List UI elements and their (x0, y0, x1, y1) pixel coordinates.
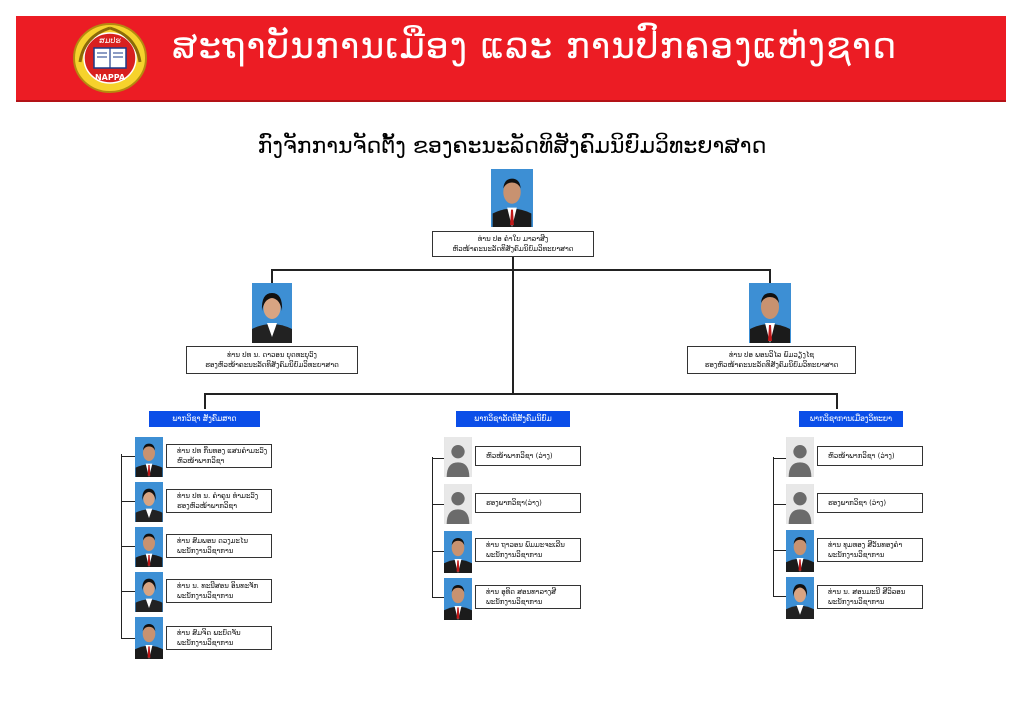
dept2-member-4-role: ພະນັກງານວິຊາການ (486, 598, 543, 606)
connector (432, 597, 444, 598)
deputy-1-photo (252, 283, 292, 343)
deputy-2-role: ຮອງຫົວໜ້າຄະນະລັດທິສັງຄົມນິຍົມວິທະຍາສາດ (704, 361, 839, 369)
connector (773, 504, 786, 505)
connector (773, 596, 786, 597)
head-name: ທ່ານ ປອ ຄໍາໃບ ມາລາສີງ (477, 235, 549, 243)
dept2-member-3-photo (444, 531, 472, 573)
dept2-member-1-photo (444, 437, 472, 477)
head-photo (491, 169, 533, 227)
connector (271, 269, 273, 283)
dept3-member-3-role: ພະນັກງານວິຊາການ (828, 551, 885, 559)
connector (121, 638, 135, 639)
department-1-title: ພາກວິຊາ ສັງຄົມສາດ (149, 411, 260, 427)
dept1-member-5-name: ທ່ານ ສົມຈິດ ພະບົດຈັນ (177, 629, 241, 637)
dept2-member-2-photo (444, 484, 472, 524)
connector (836, 393, 838, 409)
dept1-member-5-role: ພະນັກງານວິຊາການ (177, 639, 234, 647)
dept1-member-1-box: ທ່ານ ປທ ກິ່ນທອງ ແສນຄໍາມະວົງ ຫົວໜ້າພາກວິຊ… (166, 444, 272, 468)
dept1-member-1-role: ຫົວໜ້າພາກວິຊາ (177, 457, 225, 465)
nappa-logo: ສມປຮ NAPPA (70, 22, 150, 94)
chart-title: ກົງຈັກການຈັດຕັ້ງ ຂອງຄະນະລັດທິສັງຄົມນິຍົມ… (257, 134, 767, 159)
connector (432, 457, 433, 598)
connector (432, 504, 444, 505)
dept1-member-5-box: ທ່ານ ສົມຈິດ ພະບົດຈັນ ພະນັກງານວິຊາການ (166, 626, 272, 650)
connector (121, 456, 135, 457)
dept2-member-3-role: ພະນັກງານວິຊາການ (486, 551, 543, 559)
connector (432, 551, 444, 552)
dept2-member-4-box: ທ່ານ ອຸທິດ ສອນທາລາງສີ ພະນັກງານວິຊາການ (475, 585, 581, 609)
logo-text-top: ສມປຮ (99, 36, 121, 45)
connector (204, 393, 838, 395)
deputy-2-name: ທ່ານ ປອ ພອນວິໄລ ພົມວຽງໄຊ (728, 351, 815, 359)
dept2-member-4-name: ທ່ານ ອຸທິດ ສອນທາລາງສີ (486, 588, 557, 596)
dept2-member-3-box: ທ່ານ ຖາວອນ ພົມມະຈະເລີນ ພະນັກງານວິຊາການ (475, 538, 581, 562)
dept1-member-2-photo (135, 482, 163, 522)
dept1-member-3-role: ພະນັກງານວິຊາການ (177, 547, 234, 555)
deputy-1-role: ຮອງຫົວໜ້າຄະນະລັດທິສັງຄົມນິຍົມວິທະຍາສາດ (205, 361, 339, 369)
connector (769, 269, 771, 283)
dept1-member-5-photo (135, 617, 163, 659)
connector (773, 458, 786, 459)
dept3-member-1-role: ຫົວໜ້າພາກວິຊາ (ວ່າງ) (828, 452, 895, 460)
dept3-member-1-box: ຫົວໜ້າພາກວິຊາ (ວ່າງ) (817, 446, 923, 466)
institute-title: ສະຖາບັນການເມືອງ ແລະ ການປົກຄອງແຫ່ງຊາດ (172, 26, 898, 67)
connector (121, 546, 135, 547)
connector (512, 255, 514, 395)
dept1-member-3-name: ທ່ານ ສົມພອນ ດວງມະໄນ (177, 537, 248, 545)
connector (204, 393, 206, 409)
dept1-member-3-box: ທ່ານ ສົມພອນ ດວງມະໄນ ພະນັກງານວິຊາການ (166, 534, 272, 558)
dept3-member-4-photo (786, 577, 814, 619)
dept3-member-2-box: ຮອງພາກວິຊາ (ວ່າງ) (817, 493, 923, 513)
department-2-title: ພາກວິຊາລັດທິສັງຄົມນິຍົມວິທະຍາສາດ (456, 411, 570, 439)
connector (773, 457, 774, 597)
dept2-member-4-photo (444, 578, 472, 620)
dept2-member-2-role: ຮອງພາກວິຊາ(ວ່າງ) (486, 499, 542, 507)
connector (121, 501, 135, 502)
connector (121, 591, 135, 592)
head-box: ທ່ານ ປອ ຄໍາໃບ ມາລາສີງ ຫົວໜ້າຄະນະລັດທິສັງ… (432, 231, 594, 257)
dept2-member-2-box: ຮອງພາກວິຊາ(ວ່າງ) (475, 493, 581, 513)
dept1-member-2-name: ທ່ານ ປທ ນ. ຄໍາຄູນ ທໍາມະວົງ (177, 492, 259, 500)
head-role: ຫົວໜ້າຄະນະລັດທິສັງຄົມນິຍົມວິທະຍາສາດ (452, 245, 574, 253)
dept1-member-4-role: ພະນັກງານວິຊາການ (177, 592, 234, 600)
connector (773, 550, 786, 551)
dept3-member-3-box: ທ່ານ ທຸມທອງ ສີວັນທອງຄໍາ ພະນັກງານວິຊາການ (817, 538, 923, 562)
dept3-member-3-name: ທ່ານ ທຸມທອງ ສີວັນທອງຄໍາ (828, 541, 903, 549)
dept2-member-1-box: ຫົວໜ້າພາກວິຊາ (ວ່າງ) (475, 446, 581, 466)
dept1-member-1-name: ທ່ານ ປທ ກິ່ນທອງ ແສນຄໍາມະວົງ (177, 447, 268, 455)
dept1-member-2-box: ທ່ານ ປທ ນ. ຄໍາຄູນ ທໍາມະວົງ ຮອງຫົວໜ້າພາກວ… (166, 489, 272, 513)
header-banner (16, 16, 1006, 102)
dept2-member-3-name: ທ່ານ ຖາວອນ ພົມມະຈະເລີນ (486, 541, 565, 549)
deputy-2-photo (749, 283, 791, 343)
department-3-title: ພາກວິຊາການເມືອງວິທະຍາ (799, 411, 903, 427)
deputy-1-box: ທ່ານ ປທ ນ. ດາວອນ ບຸດທະບຸວົງ ຮອງຫົວໜ້າຄະນ… (186, 346, 358, 374)
dept3-member-1-photo (786, 437, 814, 477)
deputy-2-box: ທ່ານ ປອ ພອນວິໄລ ພົມວຽງໄຊ ຮອງຫົວໜ້າຄະນະລັ… (687, 346, 856, 374)
dept3-member-3-photo (786, 530, 814, 572)
dept1-member-3-photo (135, 527, 163, 567)
logo-text-bottom: NAPPA (95, 73, 126, 82)
connector (271, 269, 771, 271)
dept1-member-4-photo (135, 572, 163, 612)
dept3-member-4-box: ທ່ານ ນ. ສອນມະນີ ສີວິລອນ ພະນັກງານວິຊາການ (817, 585, 923, 609)
dept1-member-1-photo (135, 437, 163, 477)
connector (432, 458, 444, 459)
dept3-member-2-role: ຮອງພາກວິຊາ (ວ່າງ) (828, 499, 887, 507)
dept1-member-4-name: ທ່ານ ນ. ທະນີສອນ ອິນທະຈັກ (177, 582, 259, 590)
dept3-member-4-role: ພະນັກງານວິຊາການ (828, 598, 885, 606)
dept1-member-4-box: ທ່ານ ນ. ທະນີສອນ ອິນທະຈັກ ພະນັກງານວິຊາການ (166, 579, 272, 603)
deputy-1-name: ທ່ານ ປທ ນ. ດາວອນ ບຸດທະບຸວົງ (227, 351, 317, 359)
dept1-member-2-role: ຮອງຫົວໜ້າພາກວິຊາ (177, 502, 237, 510)
dept2-member-1-role: ຫົວໜ້າພາກວິຊາ (ວ່າງ) (486, 452, 553, 460)
dept3-member-4-name: ທ່ານ ນ. ສອນມະນີ ສີວິລອນ (828, 588, 906, 596)
dept3-member-2-photo (786, 484, 814, 524)
